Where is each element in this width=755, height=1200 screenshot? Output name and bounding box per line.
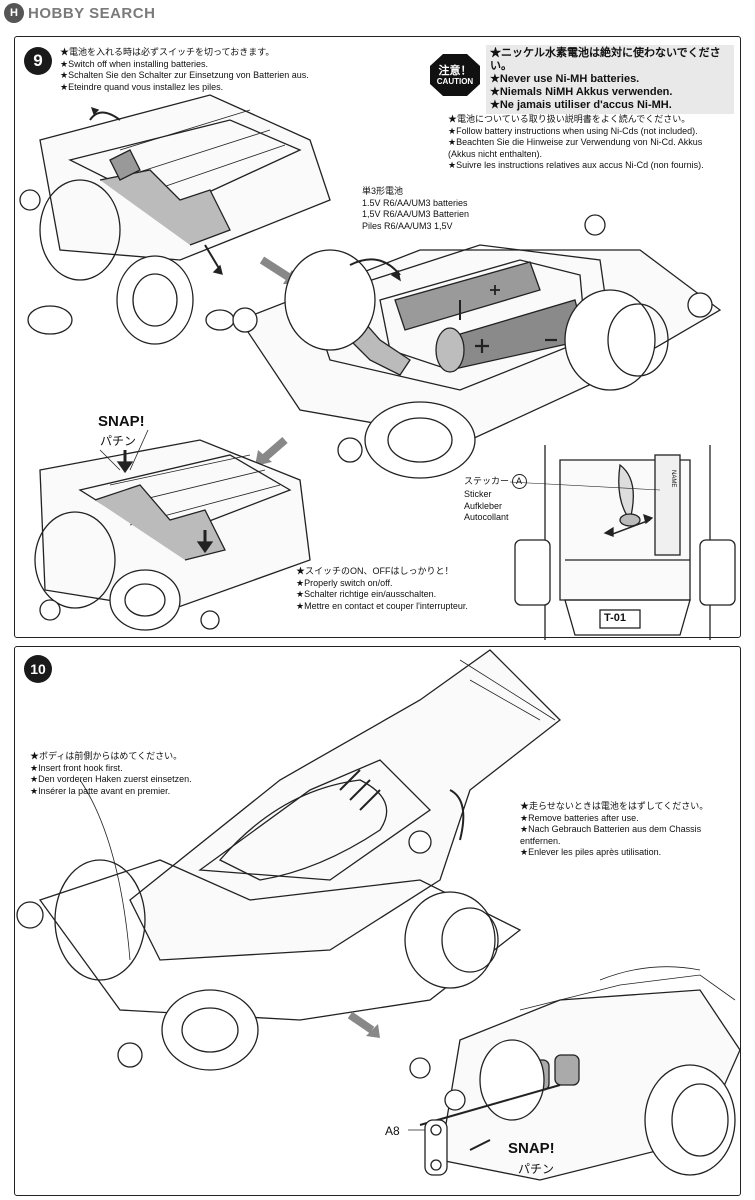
site-logo[interactable]: H HOBBY SEARCH bbox=[4, 2, 155, 24]
sticker-label-fr: Autocollant bbox=[464, 512, 509, 522]
caution-box: ★ニッケル水素電池は絶対に使わないでください。 ★Never use Ni-MH… bbox=[486, 45, 734, 114]
underside-sticker-drawing bbox=[509, 445, 736, 640]
caution-line-jp: ★ニッケル水素電池は絶対に使わないでください。 bbox=[490, 47, 721, 72]
chassis-snap-drawing bbox=[34, 429, 311, 631]
remove-batteries-note: ★走らせないときは電池をはずしてください。 ★Remove batteries … bbox=[520, 801, 708, 859]
battery-instructions-note: ★電池についている取り扱い説明書をよく読んでください。 ★Follow batt… bbox=[448, 114, 704, 172]
sticker-part-icon: A bbox=[511, 474, 527, 489]
logo-text: HOBBY SEARCH bbox=[28, 4, 156, 22]
sticker-label-jp: ステッカー A bbox=[464, 474, 527, 489]
chassis-top-left-drawing bbox=[19, 94, 331, 345]
body-note-jp: ★ボディは前側からはめてください。 bbox=[30, 751, 183, 761]
battery-label-en: 1.5V R6/AA/UM3 batteries bbox=[362, 197, 468, 208]
step-10-panel bbox=[14, 646, 741, 1196]
caution-line-fr: ★Ne jamais utiliser d'accus Ni-MH. bbox=[490, 99, 672, 111]
battery-label-de: 1,5V R6/AA/UM3 Batterien bbox=[362, 209, 470, 219]
intro-line-fr: ★Eteindre quand vous installez les piles… bbox=[60, 81, 224, 92]
caution-badge-en: CAUTION bbox=[436, 77, 474, 86]
step-9-intro-note: ★電池を入れる時は必ずスイッチを切っておきます。 ★Switch off whe… bbox=[60, 47, 309, 93]
body-note-de: ★Den vorderen Haken zuerst einsetzen. bbox=[30, 774, 192, 784]
step-9-snap-label: SNAP! bbox=[98, 413, 145, 430]
battery-instr-en: ★Follow battery instructions when using … bbox=[448, 125, 698, 136]
switch-note-de: ★Schalter richtige ein/ausschalten. bbox=[296, 589, 437, 599]
body-mount-drawing bbox=[16, 649, 561, 1071]
step-9-panel bbox=[14, 36, 741, 638]
remove-note-en: ★Remove batteries after use. bbox=[520, 812, 639, 823]
sticker-name-text: NAME bbox=[670, 470, 676, 488]
chassis-battery-drawing bbox=[232, 214, 722, 479]
caution-line-de: ★Niemals NiMH Akkus verwenden. bbox=[490, 86, 673, 98]
caution-badge-jp: 注意！ bbox=[438, 65, 472, 77]
remove-note-fr: ★Enlever les piles après utilisation. bbox=[520, 847, 662, 857]
battery-label: 単3形電池 1.5V R6/AA/UM3 batteries 1,5V R6/A… bbox=[362, 186, 469, 232]
remove-note-de2: entfernen. bbox=[520, 835, 561, 846]
body-note-en: ★Insert front hook first. bbox=[30, 762, 123, 773]
step-9-number: 9 bbox=[24, 47, 52, 75]
battery-removal-drawing bbox=[408, 966, 741, 1181]
part-a8-label: A8 bbox=[385, 1124, 400, 1138]
battery-instr-fr: ★Suivre les instructions relatives aux a… bbox=[448, 160, 704, 170]
switch-note-fr: ★Mettre en contact et couper l'interrupt… bbox=[296, 600, 468, 611]
sticker-label-de: Aufkleber bbox=[464, 500, 503, 511]
logo-mark-icon: H bbox=[4, 3, 24, 23]
step-10-number: 10 bbox=[24, 655, 52, 683]
intro-line-en: ★Switch off when installing batteries. bbox=[60, 58, 208, 69]
battery-instr-de: ★Beachten Sie die Hinweise zur Verwendun… bbox=[448, 137, 703, 147]
switch-note-en: ★Properly switch on/off. bbox=[296, 577, 393, 588]
step-10-snap-label: SNAP! bbox=[508, 1140, 555, 1157]
caution-octagon-icon bbox=[430, 54, 480, 96]
battery-label-jp: 単3形電池 bbox=[362, 186, 404, 196]
caution-line-en: ★Never use Ni-MH batteries. bbox=[490, 73, 640, 85]
body-insert-note: ★ボディは前側からはめてください。 ★Insert front hook fir… bbox=[30, 751, 192, 797]
caution-badge: 注意！ CAUTION bbox=[428, 52, 482, 98]
sticker-label-en: Sticker bbox=[464, 489, 492, 499]
battery-instr-de2: (Akkus nicht enthalten). bbox=[448, 148, 543, 159]
sticker-label: ステッカー A Sticker Aufkleber Autocollant bbox=[464, 474, 527, 524]
step-10-snap-jp: パチン bbox=[518, 1162, 555, 1176]
intro-line-jp: ★電池を入れる時は必ずスイッチを切っておきます。 bbox=[60, 47, 275, 57]
intro-line-de: ★Schalten Sie den Schalter zur Einsetzun… bbox=[60, 70, 309, 80]
sticker-model-text: T-01 bbox=[604, 612, 627, 624]
remove-note-de: ★Nach Gebrauch Batterien aus dem Chassis bbox=[520, 824, 702, 834]
body-note-fr: ★Insérer la patte avant en premier. bbox=[30, 785, 171, 796]
switch-note: ★スイッチのON、OFFはしっかりと！ ★Properly switch on/… bbox=[296, 566, 468, 612]
battery-label-fr: Piles R6/AA/UM3 1,5V bbox=[362, 220, 453, 231]
step-9-snap-jp: パチン bbox=[100, 434, 137, 448]
battery-instr-jp: ★電池についている取り扱い説明書をよく読んでください。 bbox=[448, 114, 691, 124]
remove-note-jp: ★走らせないときは電池をはずしてください。 bbox=[520, 801, 709, 811]
switch-note-jp: ★スイッチのON、OFFはしっかりと！ bbox=[296, 566, 454, 576]
